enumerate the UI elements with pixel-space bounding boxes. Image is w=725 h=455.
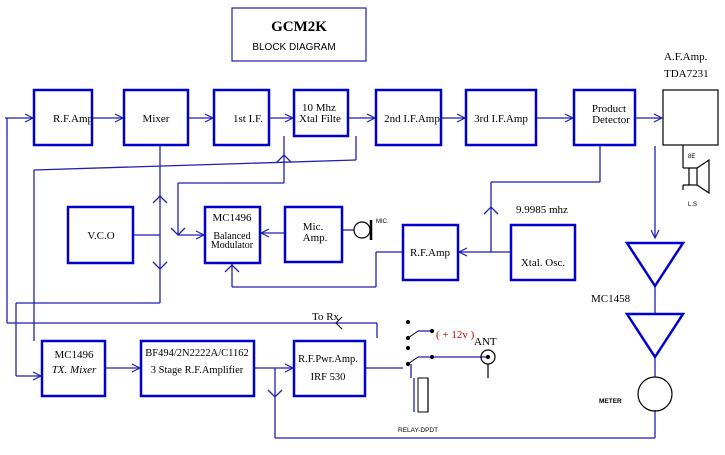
microphone-icon: [353, 220, 373, 240]
blocks: [32, 88, 637, 398]
xtal-osc-box: [509, 223, 577, 282]
wiring: [5, 118, 662, 439]
mic-amp-box: [283, 205, 344, 264]
xtal-freq-label: 9.9985 mhz: [516, 204, 568, 216]
rf-pwr-amp-label-1: R.F.Pwr.Amp.: [298, 354, 358, 365]
rf-amp-box: [32, 88, 94, 147]
first-if-box: [212, 88, 271, 147]
product-detector-label-1: Product: [592, 103, 626, 115]
diagram-title: GCM2K: [271, 19, 327, 35]
mixer-label: Mixer: [143, 113, 170, 125]
three-stage-label-2: 3 Stage R.F.Amplifier: [151, 365, 244, 376]
vco-label: V.C.O: [87, 230, 114, 242]
af-amp-box: [662, 89, 719, 146]
mic-amp-label-1: Mic.: [303, 221, 324, 233]
tx-mixer-label-1: MC1496: [54, 349, 94, 361]
speaker-mark: 8E: [688, 154, 695, 160]
xtal-filter-box: [292, 88, 350, 138]
speaker-icon: [682, 145, 710, 195]
bal-mod-label-1: MC1496: [212, 212, 252, 224]
third-if-label: 3rd I.F.Amp: [474, 113, 528, 125]
tx-mixer-box: [40, 339, 107, 398]
first-if-label: 1st I.F.: [233, 113, 263, 125]
bal-mod-box: [203, 205, 262, 265]
second-if-box: [374, 88, 443, 147]
mc1458-opamps: [624, 241, 686, 360]
relay-label: RELAY-DPDT: [398, 427, 438, 434]
relay-dpdt: [405, 319, 435, 413]
af-amp-label-2: TDA7231: [664, 68, 709, 80]
rf-amp-label: R.F.Amp: [53, 113, 94, 125]
product-detector-box: [572, 88, 637, 147]
mixer-box: [122, 88, 190, 147]
supply-label: ( + 12v ): [436, 329, 475, 341]
title-box: [231, 7, 367, 62]
mic-amp-label-2: Amp.: [303, 232, 328, 244]
three-stage-box: [139, 339, 256, 398]
speaker-label: L.S: [688, 202, 697, 208]
antenna-label: ANT: [474, 336, 497, 348]
rf-pwr-amp-box: [292, 339, 367, 398]
xtal-filter-label-1: 10 Mhz: [302, 102, 336, 114]
opamp-2: [624, 312, 686, 360]
to-rx-arrow: [335, 316, 343, 330]
meter-label: METER: [599, 398, 622, 405]
carrier-rf-amp-box: [401, 223, 460, 282]
xtal-osc-label: Xtal. Osc.: [521, 257, 566, 269]
diagram-subtitle: BLOCK DIAGRAM: [252, 42, 335, 53]
three-stage-label-1: BF494/2N2222A/C1162: [145, 348, 248, 359]
carrier-rf-amp-label: R.F.Amp: [410, 247, 451, 259]
antenna-icon: [480, 349, 496, 378]
second-if-label: 2nd I.F.Amp: [384, 113, 440, 125]
meter-icon: [637, 376, 673, 412]
to-rx-label: To Rx: [312, 311, 340, 323]
third-if-box: [464, 88, 538, 147]
product-detector-label-2: Detector: [592, 114, 630, 126]
bal-mod-label-2: Balanced: [213, 231, 250, 242]
xtal-filter-label-2: Xtal Filte: [299, 113, 341, 125]
opamp-1: [624, 241, 686, 289]
mc1458-label: MC1458: [591, 293, 631, 305]
mic-label: MIC.: [376, 219, 389, 225]
vco-box: [66, 205, 135, 265]
af-amp-label-1: A.F.Amp.: [664, 51, 708, 63]
bal-mod-label-3: Modulator: [211, 240, 254, 251]
rf-pwr-amp-label-2: IRF 530: [311, 372, 346, 383]
tx-mixer-label-2: TX. Mixer: [52, 364, 97, 376]
